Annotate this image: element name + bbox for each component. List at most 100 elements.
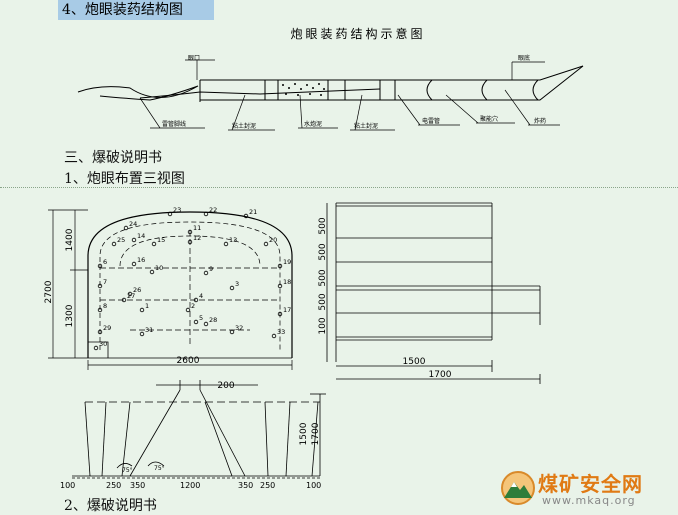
side-dim-1700: 1700 [429, 370, 452, 380]
label-hole-mouth: 眼口 [188, 55, 200, 62]
blast-hole-number: 2 [191, 302, 195, 310]
page-divider [0, 187, 678, 188]
side-dim-2: 500 [318, 243, 328, 260]
side-dim-3: 500 [318, 269, 328, 286]
blast-hole-number: 7 [103, 278, 107, 286]
plan-bottom-label-4: 350 [238, 481, 253, 490]
blast-hole-number: 25 [117, 236, 125, 244]
side-dim-1: 500 [318, 217, 328, 234]
blast-hole-number: 33 [277, 328, 285, 336]
blast-hole-number: 27 [127, 292, 135, 300]
side-dim-5: 100 [318, 317, 328, 334]
blast-hole [277, 311, 283, 317]
blast-hole [203, 321, 209, 327]
blast-hole [167, 211, 173, 217]
blast-hole [97, 263, 103, 269]
blast-hole [93, 345, 99, 351]
blast-hole [271, 333, 277, 339]
blast-hole-number: 8 [103, 302, 107, 310]
blast-hole [111, 241, 117, 247]
blast-hole [139, 331, 145, 337]
label-hole-bottom: 眼底 [518, 54, 530, 62]
blast-hole-number: 3 [235, 280, 239, 288]
blast-hole [131, 261, 137, 267]
blast-hole-number: 26 [133, 286, 141, 294]
blast-hole-number: 19 [283, 258, 291, 266]
blast-hole [203, 211, 209, 217]
blast-hole-number: 11 [193, 224, 201, 232]
dim-lower-height: 1300 [65, 304, 75, 327]
leg-wire-curve [77, 85, 199, 101]
dim-width: 2600 [177, 356, 200, 366]
blast-hole [277, 263, 283, 269]
plan-dim-200: 200 [217, 381, 234, 391]
water-stemming-fill [282, 83, 325, 96]
blast-hole-number: 29 [103, 324, 111, 332]
blast-hole [187, 239, 193, 245]
blast-hole [263, 241, 269, 247]
blast-hole [149, 269, 155, 275]
plan-dim-1700: 1700 [311, 422, 321, 445]
blast-hole-number: 22 [209, 206, 217, 214]
plan-bottom-label-6: 100 [306, 481, 321, 490]
blast-hole [127, 291, 133, 297]
blast-hole-number: 1 [145, 302, 149, 310]
blast-hole-number: 4 [199, 292, 203, 300]
plan-bottom-label-3: 350 [130, 481, 145, 490]
hole-top-edge [200, 65, 584, 81]
label-detonator: 电雷管 [422, 117, 440, 125]
blast-hole [243, 213, 249, 219]
blast-hole-number: 20 [269, 236, 277, 244]
blast-hole-number: 6 [103, 258, 107, 266]
watermark-url: www.mkaq.org [542, 494, 636, 507]
blast-hole [193, 297, 199, 303]
subheading-hole-layout-three-views: 1、炮眼布置三视图 [64, 171, 185, 187]
blast-hole-number: 16 [137, 256, 145, 264]
blast-hole-number: 17 [283, 306, 291, 314]
label-water-stemming: 水炮泥 [304, 120, 322, 128]
blast-hole [139, 307, 145, 313]
plan-dim-1200: 1200 [180, 481, 200, 490]
blast-hole-number: 12 [193, 234, 201, 242]
side-view: 500 500 500 500 100 1500 1700 [318, 202, 541, 384]
blast-hole [121, 297, 127, 303]
label-leg-wire: 雷管脚线 [162, 120, 186, 128]
blast-hole-number: 28 [209, 316, 217, 324]
blast-hole-number: 32 [235, 324, 243, 332]
blast-hole-number: 23 [173, 206, 181, 214]
blast-hole-number: 14 [137, 232, 145, 240]
charge-diagram-title: 炮眼装药结构示意图 [290, 26, 425, 41]
blast-hole [277, 283, 283, 289]
plan-angle-1: 75° [122, 467, 133, 474]
blast-hole-number: 31 [145, 326, 153, 334]
section-heading-blasting-instructions: 三、爆破说明书 [64, 150, 162, 166]
blast-hole [97, 329, 103, 335]
plan-bottom-label-2: 250 [106, 481, 121, 490]
dim-total-height: 2700 [44, 280, 54, 303]
plan-view: 200 75° 75° 1500 1700 100 250 350 1200 3… [60, 380, 326, 490]
blast-hole-number: 15 [157, 236, 165, 244]
dim-upper-height: 1400 [65, 228, 75, 251]
blast-hole-number: 13 [229, 236, 237, 244]
section-heading-charge-structure: 4、炮眼装药结构图 [58, 0, 214, 20]
charge-structure-diagram: 炮眼装药结构示意图 眼口 眼底 [77, 26, 584, 131]
blast-hole [203, 270, 209, 276]
plan-angle-2: 75° [154, 465, 165, 472]
watermark-name: 煤矿安全网 [538, 472, 643, 496]
blast-hole [229, 285, 235, 291]
blast-hole [223, 241, 229, 247]
blast-hole-number: 9 [209, 265, 213, 273]
site-watermark: 煤矿安全网 www.mkaq.org [498, 468, 676, 512]
mountain-logo-icon [501, 471, 535, 505]
blast-hole-number: 24 [129, 220, 137, 228]
side-dim-4: 500 [318, 293, 328, 310]
plan-bottom-label-1: 100 [60, 481, 75, 490]
blast-hole [97, 307, 103, 313]
blast-hole [193, 319, 199, 325]
label-explosive: 炸药 [534, 117, 546, 125]
blast-hole [97, 283, 103, 289]
label-cavity: 聚能穴 [480, 115, 498, 123]
